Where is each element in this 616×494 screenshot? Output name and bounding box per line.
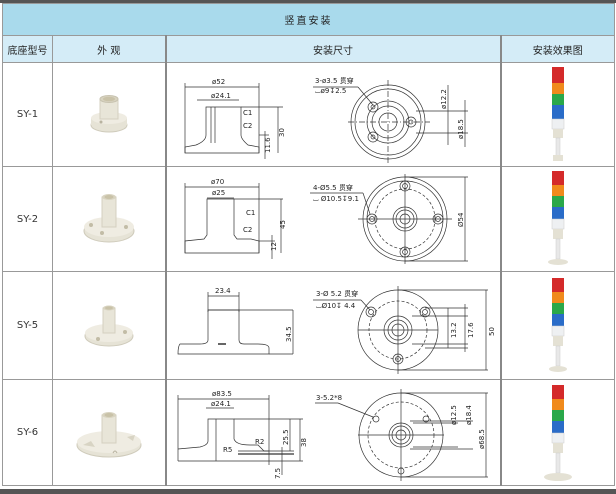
svg-text:⌴ø9↧2.5: ⌴ø9↧2.5 bbox=[315, 87, 346, 95]
base-sy2-image bbox=[83, 194, 135, 243]
svg-text:ø24.1: ø24.1 bbox=[211, 92, 231, 100]
sy5-drawing: 23.4 34.5 3-Ø 5.2 贯穿 ⌴Ø10↧ bbox=[177, 285, 496, 374]
svg-text:3-ø3.5 贯穿: 3-ø3.5 贯穿 bbox=[315, 76, 354, 85]
mounting-spec-table: 竖直安装 底座型号 外 观 安装尺寸 安装效果图 SY-1 bbox=[2, 3, 615, 486]
effect-photo bbox=[500, 271, 615, 380]
effect-photo bbox=[500, 62, 615, 167]
svg-text:C1: C1 bbox=[246, 209, 255, 217]
svg-text:ø83.5: ø83.5 bbox=[212, 390, 232, 398]
base-photo bbox=[52, 166, 166, 272]
svg-text:ø68.5: ø68.5 bbox=[478, 429, 486, 449]
svg-text:ø52: ø52 bbox=[212, 78, 225, 86]
svg-text:Ø54: Ø54 bbox=[457, 212, 465, 227]
model-label: SY-5 bbox=[2, 271, 53, 380]
svg-text:⌴ Ø10.5↧9.1: ⌴ Ø10.5↧9.1 bbox=[313, 195, 359, 203]
svg-text:ø25: ø25 bbox=[212, 189, 225, 197]
svg-text:45: 45 bbox=[279, 220, 287, 229]
svg-text:ø12.2: ø12.2 bbox=[440, 89, 448, 109]
sy6-drawing: ø83.5 ø24.1 R5 R2 25.5 38 7.5 bbox=[177, 388, 488, 481]
svg-text:ø24.1: ø24.1 bbox=[211, 400, 231, 408]
bottom-border-bar bbox=[0, 489, 616, 494]
top-border-bar bbox=[0, 0, 616, 3]
svg-text:17.6: 17.6 bbox=[467, 321, 475, 337]
header-appearance: 外 观 bbox=[52, 35, 166, 63]
svg-text:13.2: 13.2 bbox=[450, 322, 458, 338]
svg-text:R5: R5 bbox=[223, 446, 232, 454]
svg-text:C2: C2 bbox=[243, 122, 252, 130]
base-photo bbox=[52, 62, 166, 167]
sy1-drawing: ø52 ø24.1 C1 C2 30 11.6 bbox=[184, 76, 468, 164]
header-dimensions: 安装尺寸 bbox=[164, 35, 502, 63]
svg-text:3-5.2*8: 3-5.2*8 bbox=[316, 394, 342, 402]
table-row: SY-5 23.4 34.5 bbox=[2, 271, 615, 380]
svg-text:ø12.5: ø12.5 bbox=[450, 405, 458, 425]
header-effect: 安装效果图 bbox=[500, 35, 615, 63]
base-photo bbox=[52, 271, 166, 380]
model-label: SY-1 bbox=[2, 62, 53, 167]
model-label: SY-2 bbox=[2, 166, 53, 272]
svg-text:C2: C2 bbox=[243, 226, 252, 234]
svg-text:7.5: 7.5 bbox=[274, 467, 282, 478]
svg-text:11.6: 11.6 bbox=[264, 136, 272, 152]
dimension-drawing: ø52 ø24.1 C1 C2 30 11.6 bbox=[164, 62, 502, 167]
svg-text:50: 50 bbox=[488, 327, 496, 336]
base-photo bbox=[52, 379, 166, 486]
dimension-drawing: 23.4 34.5 3-Ø 5.2 贯穿 ⌴Ø10↧ bbox=[164, 271, 502, 380]
effect-photo bbox=[500, 379, 615, 486]
svg-text:ø18.5: ø18.5 bbox=[457, 119, 465, 139]
dimension-drawing: ø70 ø25 C1 C2 45 12 bbox=[164, 166, 502, 272]
svg-text:23.4: 23.4 bbox=[215, 287, 231, 295]
table-row: SY-1 ø52 bbox=[2, 62, 615, 167]
table-row: SY-2 ø70 ø25 bbox=[2, 166, 615, 272]
svg-text:⌴Ø10↧ 4.4: ⌴Ø10↧ 4.4 bbox=[316, 302, 356, 310]
svg-text:38: 38 bbox=[300, 438, 308, 447]
dimension-drawing: ø83.5 ø24.1 R5 R2 25.5 38 7.5 bbox=[164, 379, 502, 486]
sy2-drawing: ø70 ø25 C1 C2 45 12 bbox=[184, 174, 468, 264]
svg-text:ø70: ø70 bbox=[211, 178, 224, 186]
svg-text:30: 30 bbox=[278, 128, 286, 137]
table-row: SY-6 bbox=[2, 379, 615, 486]
base-sy5-image bbox=[84, 305, 134, 346]
svg-text:3-Ø 5.2 贯穿: 3-Ø 5.2 贯穿 bbox=[316, 289, 358, 298]
base-sy1-image bbox=[90, 94, 128, 132]
svg-text:34.5: 34.5 bbox=[285, 326, 293, 342]
table-title: 竖直安装 bbox=[2, 3, 615, 36]
svg-text:R2: R2 bbox=[255, 438, 264, 446]
svg-text:12: 12 bbox=[270, 242, 278, 251]
signal-tower-light-icon bbox=[548, 277, 567, 372]
base-sy6-image bbox=[76, 411, 142, 457]
svg-text:ø18.4: ø18.4 bbox=[465, 404, 473, 424]
signal-tower-light-icon bbox=[543, 384, 572, 481]
signal-tower-light-icon bbox=[547, 171, 568, 265]
svg-text:C1: C1 bbox=[243, 109, 252, 117]
svg-text:4-Ø5.5 贯穿: 4-Ø5.5 贯穿 bbox=[313, 183, 353, 192]
header-model: 底座型号 bbox=[2, 35, 53, 63]
effect-photo bbox=[500, 166, 615, 272]
model-label: SY-6 bbox=[2, 379, 53, 486]
signal-tower-light-icon bbox=[551, 66, 564, 161]
svg-text:25.5: 25.5 bbox=[282, 429, 290, 445]
